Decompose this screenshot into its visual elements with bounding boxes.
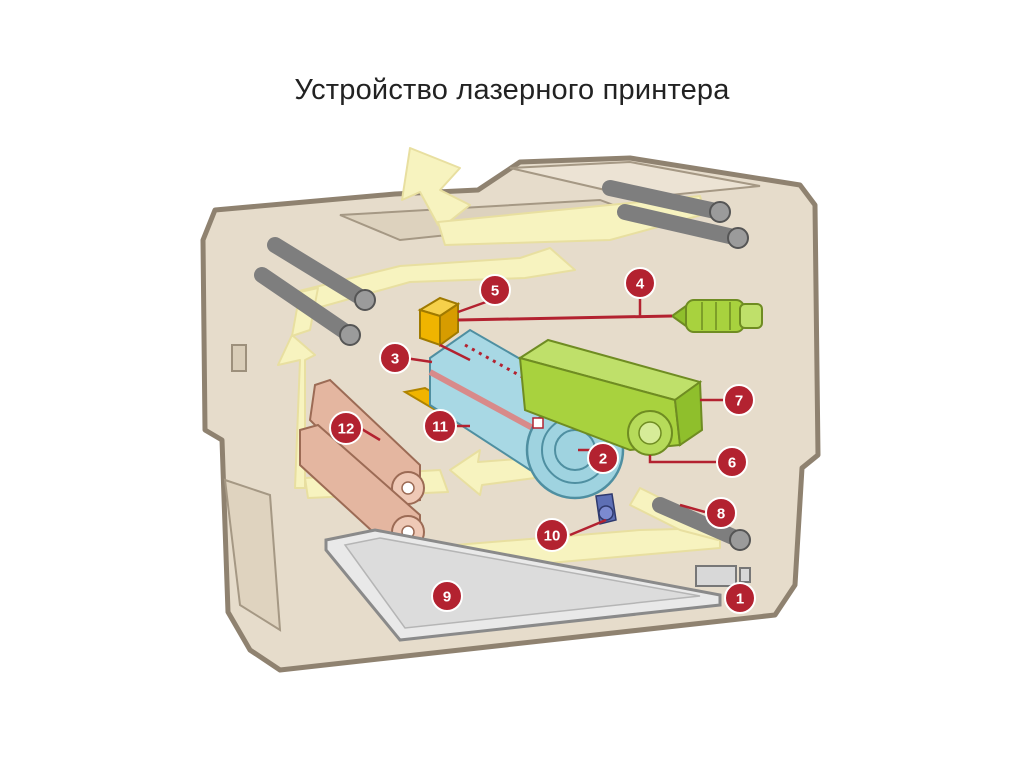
drum-marker: [532, 417, 544, 429]
top-rollers: [254, 180, 751, 551]
badge-5: 5: [479, 274, 511, 306]
badge-9: 9: [431, 580, 463, 612]
badge-4: 4: [624, 267, 656, 299]
badge-3-text: 3: [391, 351, 399, 368]
roller-top-1: [602, 180, 728, 220]
badge-10: 10: [535, 518, 569, 552]
laser-nozzle: [670, 304, 687, 328]
leader-8: [679, 503, 706, 514]
transfer-roller-end: [598, 505, 614, 521]
roller-top-2: [617, 204, 746, 246]
charge-corona-line: [428, 369, 542, 435]
badge-6: 6: [716, 446, 748, 478]
developer-roller-hub: [638, 421, 662, 445]
badge-12: 12: [329, 411, 363, 445]
side-vent: [231, 344, 247, 372]
mirror-side: [439, 302, 459, 347]
laser-beam: [457, 314, 673, 322]
sensor-block: [695, 565, 737, 587]
roller-left-1: [267, 237, 373, 308]
badge-11-text: 11: [432, 419, 448, 436]
label-badges: 1 2 3 4 5 6 7 8: [329, 267, 756, 614]
tray-paper: [343, 537, 701, 629]
badge-10-text: 10: [544, 528, 561, 545]
sensor-tab: [739, 567, 751, 583]
housing-top-ridge: [509, 160, 761, 200]
fuser-rollers: [299, 378, 425, 554]
pickup-roller: [652, 497, 748, 548]
laser-body: [685, 299, 745, 333]
leader-lines: [359, 296, 730, 537]
roller-left-2: [254, 267, 358, 343]
roller-top-1-end: [709, 201, 731, 223]
badge-6-text: 6: [728, 455, 736, 472]
laser-beam-down: [439, 343, 471, 362]
mirror-unit: [417, 296, 461, 347]
badge-4-text: 4: [636, 276, 645, 293]
roller-top-2-end: [727, 227, 749, 249]
toner-cartridge: [517, 338, 704, 456]
pickup-roller-end: [729, 529, 751, 551]
paper-exit-arrow: [401, 147, 471, 226]
badge-12-text: 12: [338, 421, 355, 438]
toner-side: [673, 380, 704, 447]
badge-11: 11: [423, 409, 457, 443]
badge-8-text: 8: [717, 506, 725, 523]
badge-9-text: 9: [443, 589, 451, 606]
badge-1: 1: [724, 582, 756, 614]
badge-7: 7: [723, 384, 755, 416]
badge-2: 2: [587, 442, 619, 474]
transfer-roller: [595, 493, 617, 525]
roller-left-2-end: [339, 324, 361, 346]
leader-10: [569, 518, 607, 537]
badge-1-text: 1: [736, 591, 744, 608]
mirror-front: [419, 308, 441, 347]
badge-2-text: 2: [599, 451, 607, 468]
laser-unit: [670, 299, 763, 333]
badge-3: 3: [379, 342, 411, 374]
fuser-roller-upper-hub: [401, 481, 415, 495]
roller-left-1-end: [354, 289, 376, 311]
leader-6: [648, 455, 717, 464]
paper-tray: [324, 528, 722, 642]
badge-7-text: 7: [735, 393, 743, 410]
slide-title: Устройство лазерного принтера: [294, 74, 730, 106]
laser-cap: [739, 303, 763, 329]
leader-5: [457, 300, 487, 314]
paper-sensor: [695, 565, 751, 587]
lower-panel: [223, 478, 282, 632]
badge-8: 8: [705, 497, 737, 529]
leader-12: [359, 426, 381, 442]
badge-5-text: 5: [491, 283, 499, 300]
